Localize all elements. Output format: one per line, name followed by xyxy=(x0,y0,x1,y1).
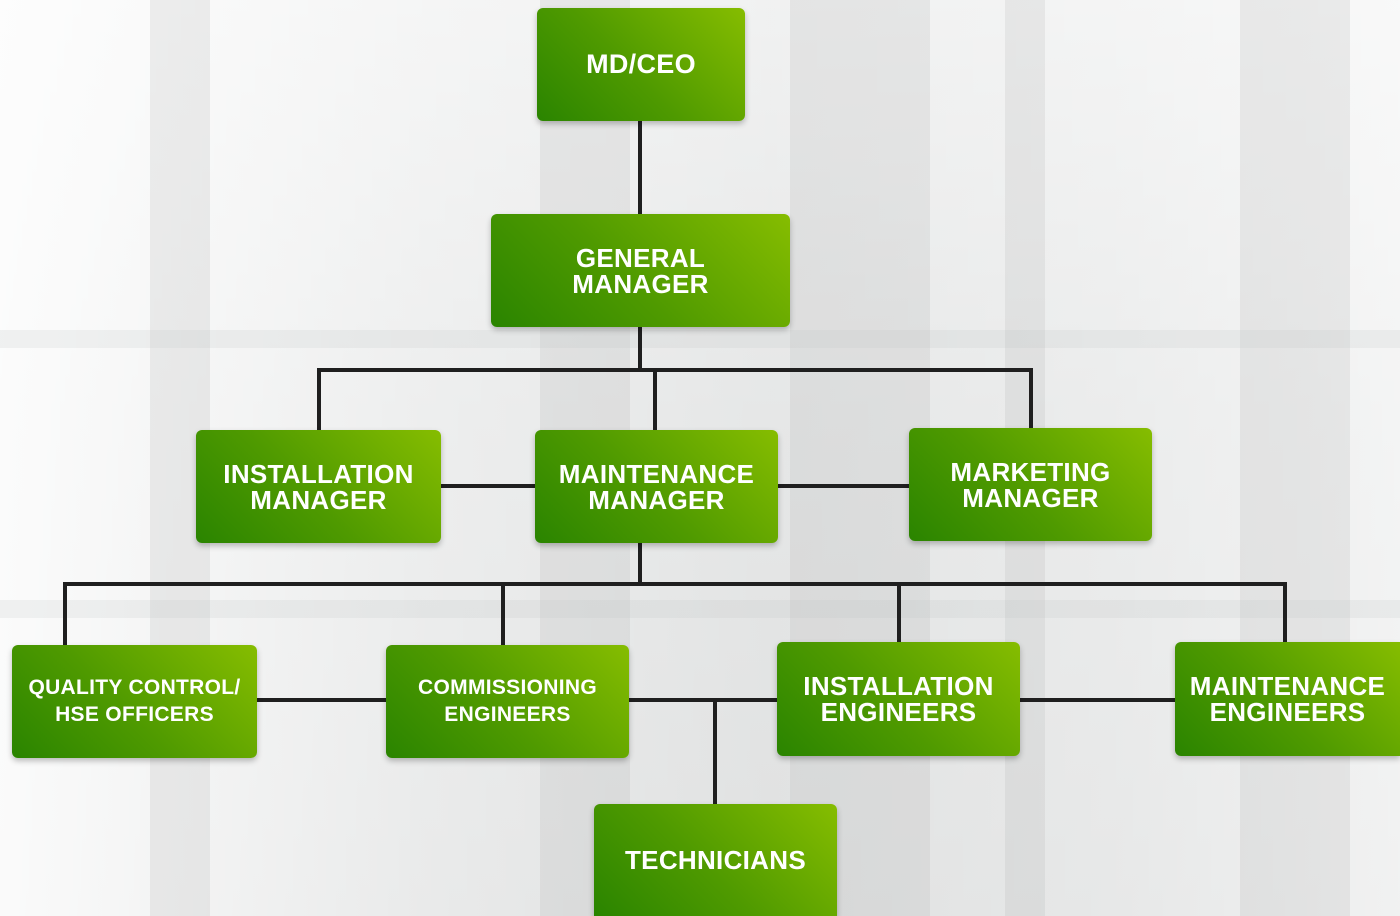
general-manager-box: GENERAL MANAGER xyxy=(491,214,790,327)
installation-engineers-label-line2: ENGINEERS xyxy=(820,697,977,727)
quality-control-label-line2: HSE OFFICERS xyxy=(55,702,214,726)
marketing-manager-label-line1: MARKETING xyxy=(950,456,1111,487)
md-ceo-box: MD/CEO xyxy=(537,8,745,121)
maintenance-engineers-label-line1: MAINTENANCE xyxy=(1189,671,1386,701)
installation-manager-label-line1: INSTALLATION xyxy=(223,458,414,489)
maintenance-manager-label-line1: MAINTENANCE xyxy=(558,458,755,489)
commissioning-engineers-box: COMMISSIONING ENGINEERS xyxy=(386,645,629,758)
general-manager-label-line2: MANAGER xyxy=(572,268,709,299)
commissioning-engineers-label-line1: COMMISSIONING xyxy=(418,676,597,700)
maintenance-engineers-box: MAINTENANCE ENGINEERS xyxy=(1175,642,1400,756)
general-manager-label-line1: GENERAL xyxy=(575,242,706,273)
maintenance-engineers-label-line2: ENGINEERS xyxy=(1209,697,1366,727)
quality-control-box: QUALITY CONTROL/ HSE OFFICERS xyxy=(12,645,257,758)
commissioning-engineers-label-line2: ENGINEERS xyxy=(444,702,571,726)
md-ceo-label: MD/CEO xyxy=(586,49,696,79)
technicians-box: TECHNICIANS xyxy=(594,804,837,916)
technicians-label: TECHNICIANS xyxy=(625,845,806,875)
maintenance-manager-label-line2: MANAGER xyxy=(588,484,725,515)
installation-manager-box: INSTALLATION MANAGER xyxy=(196,430,441,543)
quality-control-label-line1: QUALITY CONTROL/ xyxy=(28,676,241,700)
maintenance-manager-box: MAINTENANCE MANAGER xyxy=(535,430,778,543)
marketing-manager-box: MARKETING MANAGER xyxy=(909,428,1152,541)
installation-engineers-box: INSTALLATION ENGINEERS xyxy=(777,642,1020,756)
installation-manager-label-line2: MANAGER xyxy=(250,484,387,515)
marketing-manager-label-line2: MANAGER xyxy=(962,482,1099,513)
installation-engineers-label-line1: INSTALLATION xyxy=(803,671,994,701)
